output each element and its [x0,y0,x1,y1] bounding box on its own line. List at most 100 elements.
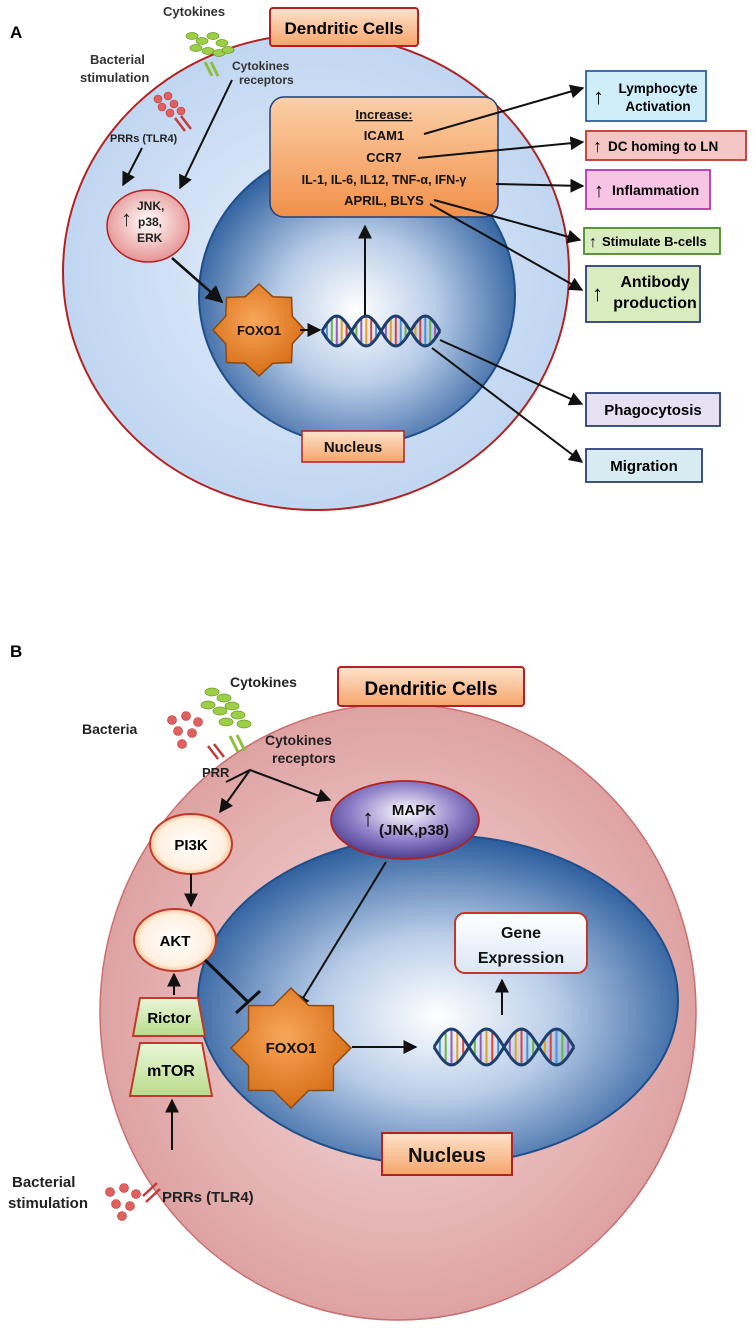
dna-strand [320,314,442,348]
cytokine-receptor-icon-a [203,61,220,77]
bacterial-stimulation-label-a-2: stimulation [80,70,149,85]
pi3k-label: PI3K [174,837,208,854]
gene-expression-line-1: Gene [501,925,541,942]
lymphocyte-up-arrow: ↑ [593,84,604,109]
mapk-node-a [106,189,190,263]
inflammation-up-arrow: ↑ [594,180,604,202]
cytokine-cluster-icon-b [200,687,252,729]
arrow-dna-to-phagocytosis [439,339,584,406]
dendritic-cells-title-b: Dendritic Cells [364,679,497,700]
dc-homing-up-arrow: ↑ [593,136,602,156]
gene-expression-line-2: Expression [478,950,564,967]
prrs-label-b: PRRs (TLR4) [162,1189,254,1206]
increase-title-a: Increase: [355,107,412,122]
increase-item-april-blys: APRIL, BLYS [344,193,424,208]
prr-label-b: PRR [202,765,230,780]
arrow-prr-to-mapk-a [122,147,143,187]
increase-box-a [269,96,499,218]
nucleus-label-box-b [381,1132,513,1176]
cytokine-receptors-label-b-1: Cytokines [265,732,332,748]
mapk-line-1-a: JNK, [137,199,164,213]
inhibit-bar-foxo1 [234,989,262,1015]
lymphocyte-activation-line-1: Lymphocyte [618,81,698,96]
stimulate-b-cells-up-arrow: ↑ [589,234,597,251]
mapk-up-arrow-b: ↑ [362,805,374,832]
foxo1-node-b: FOXO1 [229,986,353,1110]
inflammation-box [585,169,711,210]
arrow-april-to-b-cells [433,199,582,244]
dna-helix-icon-a [320,314,442,348]
mapk-label-b-1: MAPK [392,802,436,819]
antibody-up-arrow: ↑ [592,281,603,306]
panel-a-label: A [10,23,22,42]
migration-label: Migration [610,458,678,475]
panel-a: A Dendritic Cells Cytokines Cytokines re… [10,4,747,511]
cytokine-receptor-icon-b [228,734,247,753]
mapk-line-3-a: ERK [137,231,163,245]
migration-box [585,448,703,483]
mapk-node-b [330,780,480,860]
panel-b: B Dendritic Cells Cytokines Bacteria PRR… [8,642,697,1321]
dendritic-cells-title-box-a [269,7,419,47]
bacterial-stimulation-label-b-2: stimulation [8,1195,88,1212]
bacterial-stimulation-label-a-1: Bacterial [90,52,145,67]
prr-receptor-icon-b-bottom [142,1182,161,1203]
panel-b-label: B [10,642,22,661]
cytokine-receptors-label-a-2: receptors [239,73,294,87]
increase-item-icam1: ICAM1 [364,128,404,143]
arrow-april-to-antibody [429,203,584,291]
dna-strand [432,1027,576,1067]
dc-homing-label: DC homing to LN [608,139,718,154]
nucleus-label-a: Nucleus [324,439,382,456]
increase-item-cytokines: IL-1, IL-6, IL12, TNF-α, IFN-γ [302,173,467,187]
arrow-receptor-to-pi3k [219,769,251,814]
arrow-dna-to-migration [431,347,584,463]
bacteria-icon-b-bottom [105,1183,141,1221]
cytokine-receptors-label-b-2: receptors [272,750,336,766]
bacterial-stimulation-label-b-1: Bacterial [12,1174,75,1191]
gene-expression-box [454,912,588,974]
rictor-label: Rictor [147,1010,191,1027]
cytokines-label-b: Cytokines [230,674,297,690]
cytokine-receptors-label-a-1: Cytokines [232,59,290,73]
cytokine-cluster-icon-a [185,32,235,57]
akt-node [133,908,217,972]
prr-receptor-icon-a [174,115,192,132]
arrow-mapk-to-foxo1-b [296,861,387,1010]
arrow-ccr7-to-dc-homing [417,136,585,159]
mapk-line-2-a: p38, [138,215,162,229]
antibody-production-line-2: production [613,295,697,312]
phagocytosis-box [585,392,721,427]
foxo1-node-a: FOXO1 [211,282,307,378]
arrow-icam1-to-lymphocyte [423,84,585,135]
foxo1-label-b: FOXO1 [266,1040,317,1057]
stimulate-b-cells-label: Stimulate B-cells [602,234,707,249]
stimulate-b-cells-box [583,227,721,255]
mapk-up-arrow-a: ↑ [121,206,132,231]
antibody-production-line-1: Antibody [620,274,689,291]
bacteria-icon-a [153,91,186,118]
lymphocyte-activation-box [585,70,707,122]
lymphocyte-activation-line-2: Activation [625,99,690,114]
rictor-node [131,997,207,1037]
nucleus-label-box-a [301,430,405,463]
nucleus-b [197,834,679,1166]
inflammation-label: Inflammation [612,182,699,198]
nucleus-label-b: Nucleus [408,1145,486,1167]
inhibit-akt-to-foxo1 [203,958,250,1004]
prrs-label-a: PRRs (TLR4) [110,133,178,145]
arrow-receptor-to-mapk-a [179,79,233,190]
bacteria-icon-b [167,711,203,749]
prr-receptor-icon-b [207,743,225,760]
mtor-label: mTOR [147,1063,195,1080]
mtor-node [128,1042,214,1097]
akt-label: AKT [160,933,191,950]
dendritic-cells-title-a: Dendritic Cells [284,19,403,38]
dc-homing-box [585,130,747,161]
dendritic-cells-title-box-b [337,666,525,707]
dna-helix-icon-b [432,1027,576,1067]
increase-item-ccr7: CCR7 [366,150,401,165]
cytokines-label-a: Cytokines [163,4,225,19]
mapk-label-b-2: (JNK,p38) [379,822,449,839]
arrow-mapk-to-foxo1-a [171,257,224,304]
